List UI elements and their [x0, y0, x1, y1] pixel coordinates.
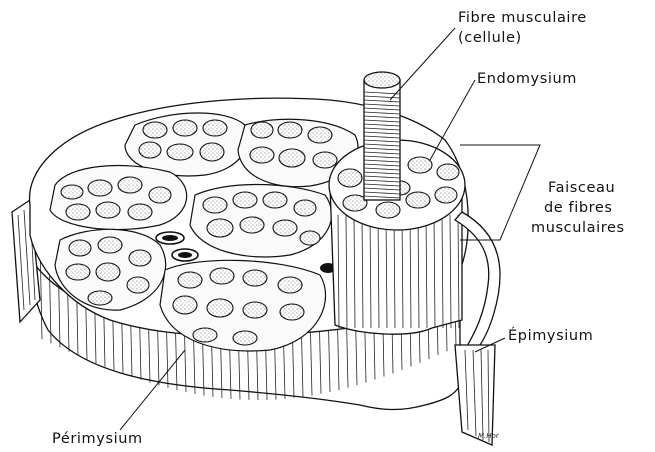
muscle-fibre [88, 180, 112, 196]
muscle-fibre [294, 200, 316, 216]
fascicle-fibre [437, 164, 459, 180]
muscle-fibre [127, 277, 149, 293]
muscle-fibre [243, 270, 267, 286]
label-musculaires: musculaires [531, 220, 625, 236]
muscle-fibre [173, 296, 197, 314]
muscle-fibre [280, 304, 304, 320]
muscle-fibre [193, 328, 217, 342]
muscle-fibre [129, 250, 151, 266]
label-de-fibres: de fibres [544, 200, 613, 216]
muscle-fibre [233, 331, 257, 345]
muscle-fibre [88, 291, 112, 305]
muscle-fibre [240, 217, 264, 233]
muscle-fibre [200, 143, 224, 161]
muscle-fibre [251, 122, 273, 138]
muscle-fibre [128, 204, 152, 220]
muscle-fibre [96, 263, 120, 281]
muscle-fibre [263, 192, 287, 208]
label-faisceau: Faisceau [548, 180, 615, 196]
muscle-fibre [66, 204, 90, 220]
label-epimysium: Épimysium [508, 327, 593, 344]
muscle-fibre [243, 302, 267, 318]
muscle-fibre [139, 142, 161, 158]
label-perimysium: Périmysium [52, 431, 143, 447]
single-muscle-fibre [364, 72, 400, 200]
artist-signature: M.Hor [478, 432, 500, 440]
fascicle-fibre [435, 187, 457, 203]
muscle-fibre [207, 219, 233, 237]
muscle-fibre [308, 127, 332, 143]
muscle-fibre [278, 277, 302, 293]
muscle-fibre [178, 272, 202, 288]
muscle-fibre [300, 231, 320, 245]
muscle-fibre [69, 240, 91, 256]
label-endomysium: Endomysium [477, 71, 577, 87]
muscle-fibre [118, 177, 142, 193]
muscle-fibre [279, 149, 305, 167]
muscle-fibre [207, 299, 233, 317]
muscle-fibre [278, 122, 302, 138]
muscle-fibre [250, 147, 274, 163]
fascicle-fibre [408, 157, 432, 173]
muscle-fibre [313, 152, 337, 168]
muscle-fibre [61, 185, 83, 199]
muscle-fibre [233, 192, 257, 208]
muscle-fibre [173, 120, 197, 136]
muscle-fibre [167, 144, 193, 160]
fascicle-fibre [406, 192, 430, 208]
muscle-fibre [98, 237, 122, 253]
muscle-fibre [143, 122, 167, 138]
muscle-fibre [203, 197, 227, 213]
muscle-fibre [203, 120, 227, 136]
muscle-fibre [149, 187, 171, 203]
muscle-fibre [66, 264, 90, 280]
label-cellule: (cellule) [458, 30, 522, 46]
muscle-fibre [96, 202, 120, 218]
muscle-fibre [273, 220, 297, 236]
fascicle-fibre [376, 202, 400, 218]
fascicle-fibre [338, 169, 362, 187]
label-fibre-musculaire: Fibre musculaire [458, 10, 587, 26]
muscle-fibre [210, 268, 234, 284]
